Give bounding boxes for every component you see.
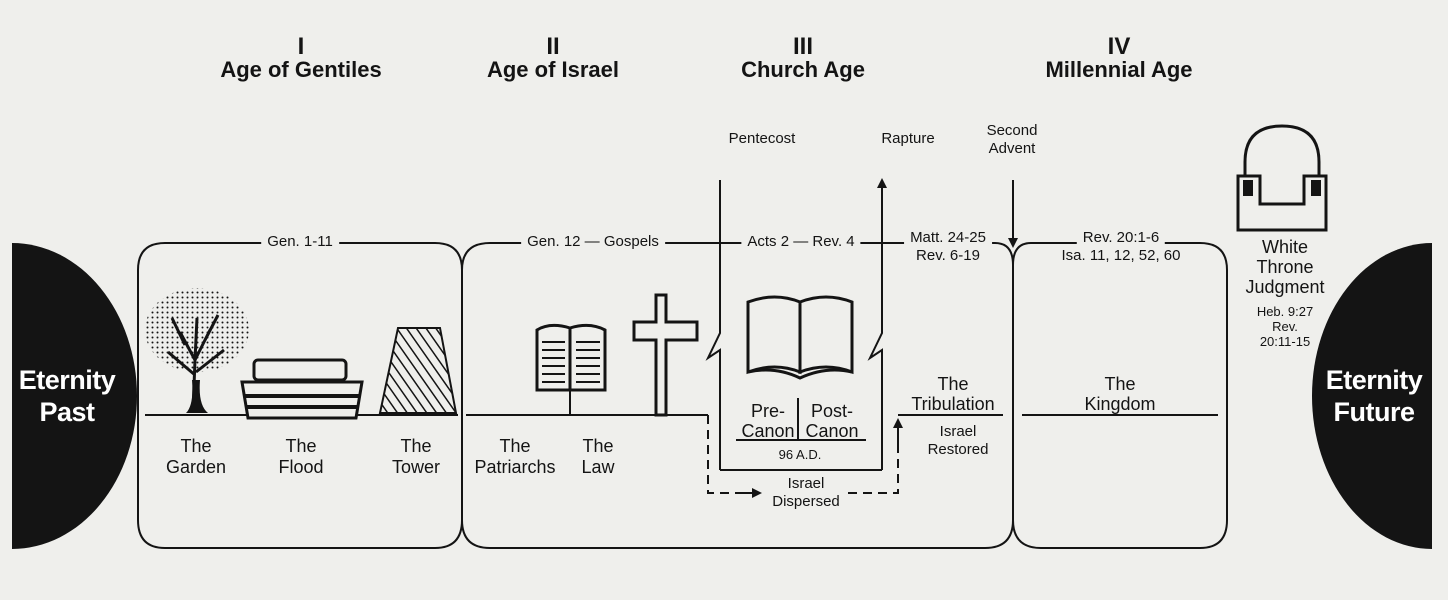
pentecost-label: Pentecost xyxy=(728,130,796,147)
post-canon-label-1: Post- xyxy=(810,401,854,421)
tower-icon xyxy=(378,327,458,414)
law-tablets-icon xyxy=(535,323,607,415)
gentiles-reference: Gen. 1-11 xyxy=(261,233,339,251)
judgment-ref-2: Rev. xyxy=(1272,319,1298,334)
canon-date-label: 96 A.D. xyxy=(778,447,822,462)
judgment-ref-3: 20:11-15 xyxy=(1259,334,1311,349)
israel-restored-path xyxy=(848,440,899,494)
millennial-reference-1: Rev. 20:1-6 xyxy=(1076,229,1166,247)
pre-canon-label-1: Pre- xyxy=(750,401,786,421)
white-throne-icon xyxy=(1236,124,1328,232)
patriarchs-label-2: Patriarchs xyxy=(474,457,556,477)
israel-reference: Gen. 12 — Gospels xyxy=(521,233,665,251)
age-4-numeral: IV xyxy=(1107,33,1131,60)
tribulation-label-1: The xyxy=(937,374,969,394)
age-2-name: Age of Israel xyxy=(486,57,620,82)
cross-icon xyxy=(632,293,699,417)
garden-label-2: Garden xyxy=(165,457,227,477)
law-label-1: The xyxy=(582,436,614,456)
patriarchs-label-1: The xyxy=(499,436,531,456)
age-1-name: Age of Gentiles xyxy=(220,57,382,82)
israel-dispersed-label-2: Dispersed xyxy=(772,493,840,510)
judgment-ref-1: Heb. 9:27 xyxy=(1256,304,1314,319)
eternity-past-disc xyxy=(12,243,137,549)
eternity-past-label-2: Past xyxy=(39,397,95,427)
church-right-wall xyxy=(867,190,883,470)
post-canon-label-2: Canon xyxy=(805,421,859,441)
age-4-name: Millennial Age xyxy=(1045,57,1193,82)
millennial-reference-2: Isa. 11, 12, 52, 60 xyxy=(1061,247,1181,264)
garden-label-1: The xyxy=(180,436,212,456)
kingdom-label-1: The xyxy=(1104,374,1136,394)
israel-dispersed-label-1: Israel xyxy=(787,475,825,492)
tower-label-2: Tower xyxy=(391,457,441,477)
israel-church-box xyxy=(461,242,1014,549)
israel-restored-label-1: Israel xyxy=(939,423,977,440)
eternity-future-label-2: Future xyxy=(1333,397,1416,427)
tribulation-reference-2: Rev. 6-19 xyxy=(916,247,980,264)
advent-notch xyxy=(994,242,1032,266)
law-label-2: Law xyxy=(581,457,615,477)
eternity-future-disc xyxy=(1312,243,1432,549)
judgment-title-3: Judgment xyxy=(1245,277,1325,297)
open-book-icon xyxy=(746,295,854,380)
eternity-past-label-1: Eternity xyxy=(18,365,116,395)
flood-label-1: The xyxy=(285,436,317,456)
age-3-name: Church Age xyxy=(741,57,865,82)
church-left-wall xyxy=(705,180,721,470)
kingdom-label-2: Kingdom xyxy=(1084,394,1156,414)
rapture-label: Rapture xyxy=(881,130,935,147)
judgment-title-1: White xyxy=(1261,237,1309,257)
tree-icon xyxy=(145,288,249,413)
eternity-future-label-1: Eternity xyxy=(1325,365,1423,395)
second-advent-label-2: Advent xyxy=(988,140,1036,157)
church-reference: Acts 2 — Rev. 4 xyxy=(741,233,861,251)
pre-canon-label-2: Canon xyxy=(741,421,795,441)
millennial-box xyxy=(1012,242,1228,549)
age-1-numeral: I xyxy=(297,33,305,60)
israel-restored-label-2: Restored xyxy=(927,441,989,458)
second-advent-label-1: Second xyxy=(986,122,1038,139)
age-3-numeral: III xyxy=(792,33,814,60)
judgment-title-2: Throne xyxy=(1256,257,1314,277)
tribulation-reference-1: Matt. 24-25 xyxy=(904,229,992,247)
tribulation-label-2: Tribulation xyxy=(911,394,995,414)
age-2-numeral: II xyxy=(546,33,560,60)
tower-label-1: The xyxy=(400,436,432,456)
flood-label-2: Flood xyxy=(278,457,324,477)
ark-icon xyxy=(240,358,364,420)
gentiles-box xyxy=(137,242,463,549)
